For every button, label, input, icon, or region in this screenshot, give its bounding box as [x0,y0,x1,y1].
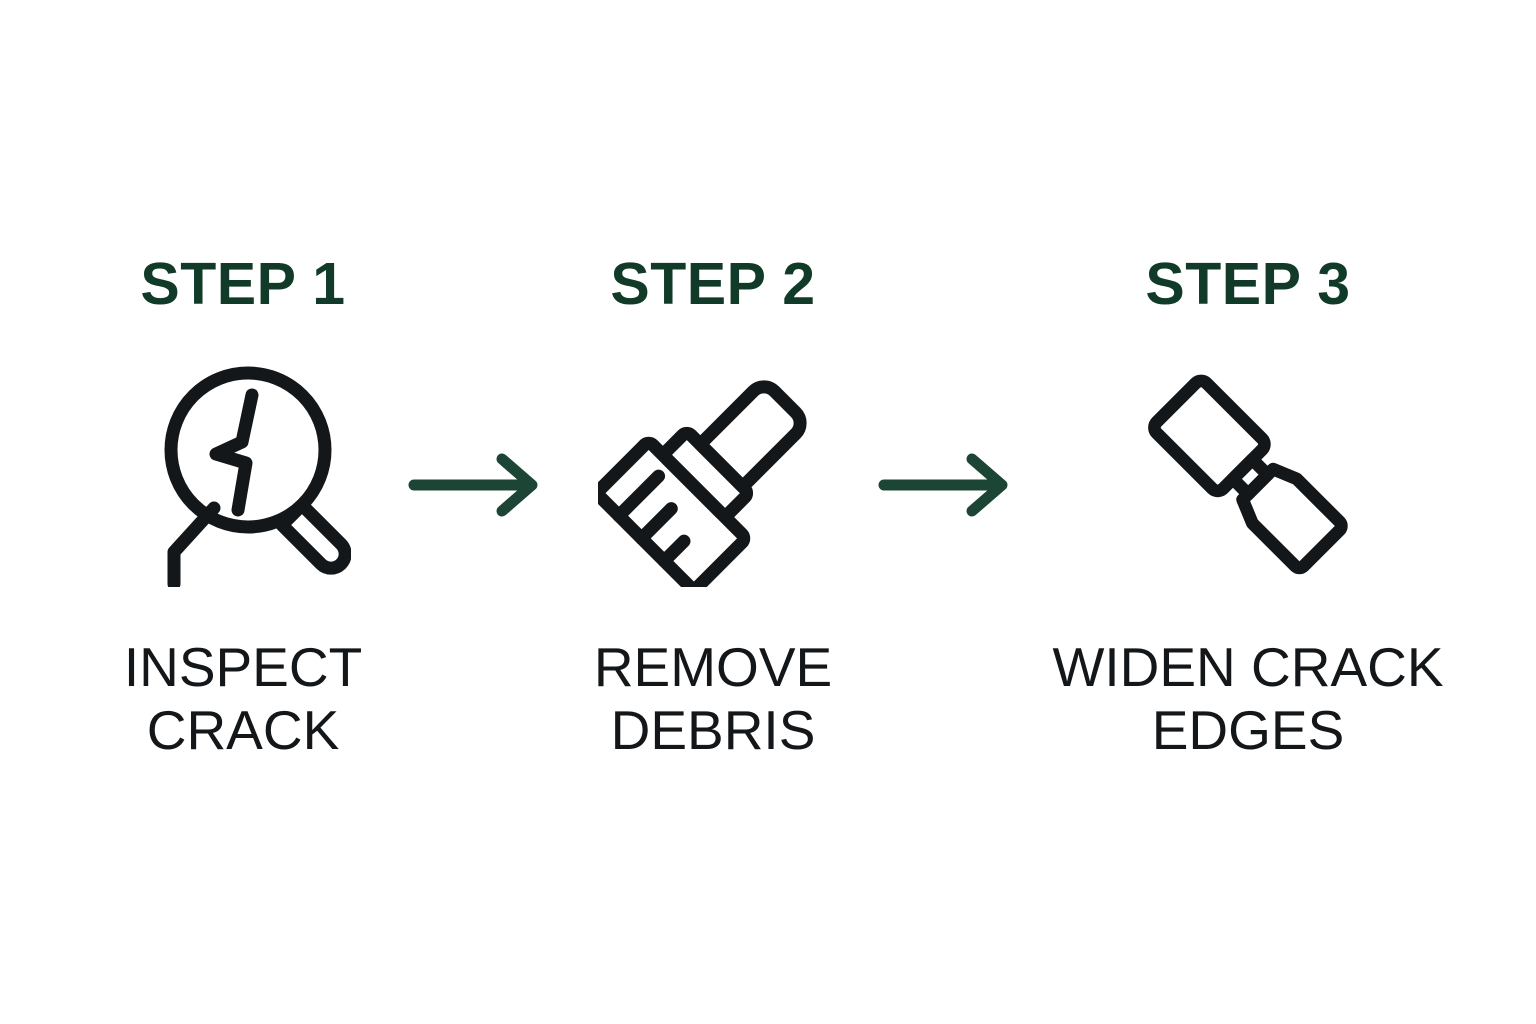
arrow-1-to-2 [393,425,563,545]
step-1-heading: STEP 1 [140,251,346,317]
magnifying-glass-crack-icon [123,354,363,594]
step-3: STEP 3 WIDEN CRACK EDGES [1033,255,1463,761]
step-1-label: INSPECT CRACK [123,636,363,761]
step-1: STEP 1 INSPECT CRACK [93,255,393,761]
step-3-label: WIDEN CRACK EDGES [1052,636,1444,761]
step-2: STEP 2 R [563,255,863,761]
step-2-label: REMOVE DEBRIS [593,636,833,761]
step-3-heading: STEP 3 [1145,251,1351,317]
step-2-heading: STEP 2 [610,251,816,317]
paint-brush-icon [593,354,833,594]
arrow-2-to-3 [863,425,1033,545]
chisel-icon [1128,354,1368,594]
